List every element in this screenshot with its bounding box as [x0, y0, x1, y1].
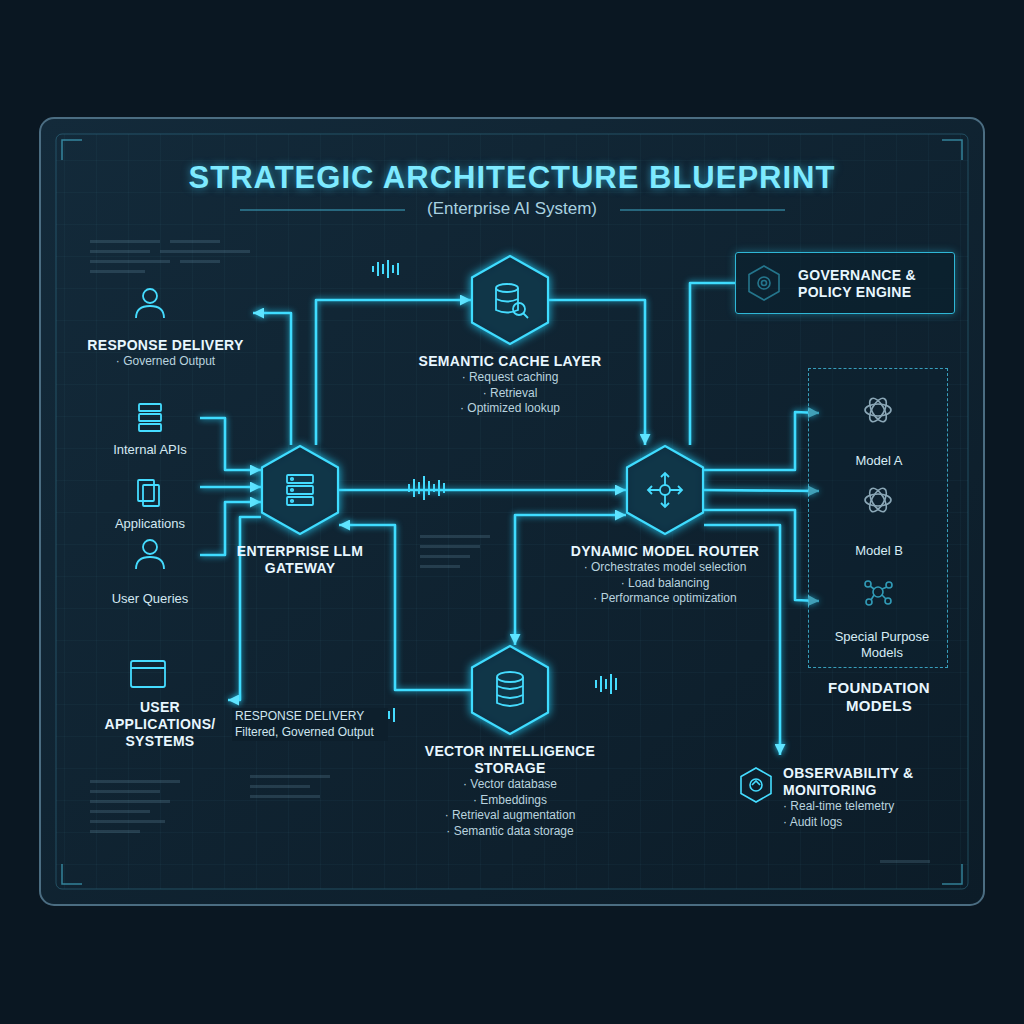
node-detail: · Governed Output — [116, 354, 215, 370]
flow-connector — [200, 486, 261, 489]
hex-node: VECTOR INTELLIGENCE STORAGE· Vector data… — [471, 645, 549, 735]
node-detail: · Embeddings — [400, 793, 620, 809]
node-detail: · Performance optimization — [560, 591, 770, 607]
node-detail: · Retrieval — [395, 386, 625, 402]
node-detail: · Optimized lookup — [395, 401, 625, 417]
source-box: Applications — [100, 472, 200, 532]
delivery-target: RESPONSE DELIVERY· Governed Output — [78, 285, 253, 370]
node-title: GOVERNANCE & POLICY ENGINE — [798, 267, 946, 301]
delivery-target: USER APPLICATIONS/ SYSTEMS — [92, 650, 228, 750]
node-title: DYNAMIC MODEL ROUTER — [560, 543, 770, 560]
model-card: Model A — [819, 391, 939, 469]
monitor-box: OBSERVABILITY & MONITORING· Real-time te… — [735, 755, 960, 845]
flow-connector — [704, 412, 819, 470]
router-hex: DYNAMIC MODEL ROUTER· Orchestrates model… — [626, 445, 704, 535]
gateway-hex: ENTERPRISE LLM GATEWAY — [261, 445, 339, 535]
flow-connector — [549, 300, 645, 445]
hex-outline — [471, 255, 549, 345]
hex-outline — [626, 445, 704, 535]
node-title: FOUNDATION MODELS — [809, 679, 949, 716]
grid-area — [56, 134, 968, 889]
edge-label: RESPONSE DELIVERY Filtered, Governed Out… — [232, 708, 388, 741]
node-title: Special Purpose Models — [819, 629, 945, 662]
model-panel: FOUNDATION MODELSModel AModel BSpecial P… — [808, 368, 948, 668]
node-detail: · Vector database — [400, 777, 620, 793]
subtitle: (Enterprise AI System) — [0, 199, 1024, 219]
hex-node: SEMANTIC CACHE LAYER· Request caching· R… — [471, 255, 549, 345]
flow-connector — [690, 283, 735, 445]
node-title: OBSERVABILITY & MONITORING — [783, 765, 952, 799]
node-title: Applications — [115, 516, 185, 532]
node-detail: · Orchestrates model selection — [560, 560, 770, 576]
corner-brackets — [62, 140, 962, 884]
node-title: ENTERPRISE LLM GATEWAY — [225, 543, 375, 577]
node-detail: · Retrieval augmentation — [400, 808, 620, 824]
diagram-title: STRATEGIC ARCHITECTURE BLUEPRINT — [0, 160, 1024, 196]
node-title: Model B — [855, 543, 903, 559]
flow-connector — [704, 525, 780, 755]
flow-connector — [200, 418, 261, 470]
node-caption: DYNAMIC MODEL ROUTER· Orchestrates model… — [560, 543, 770, 607]
model-card: Special Purpose Models — [819, 569, 945, 661]
node-title: USER APPLICATIONS/ SYSTEMS — [92, 699, 228, 750]
node-title: User Queries — [112, 591, 189, 607]
hex-outline — [471, 645, 549, 735]
panel-heading: FOUNDATION MODELS — [809, 679, 949, 716]
hex-outline — [261, 445, 339, 535]
policy-box: GOVERNANCE & POLICY ENGINE — [735, 252, 955, 314]
node-caption: SEMANTIC CACHE LAYER· Request caching· R… — [395, 353, 625, 417]
model-card: Model B — [819, 481, 939, 559]
node-title: Model A — [856, 453, 903, 469]
source-box: User Queries — [100, 535, 200, 607]
flow-connector — [253, 313, 291, 445]
flow-connector — [515, 515, 626, 645]
node-title: SEMANTIC CACHE LAYER — [395, 353, 625, 370]
node-title: Internal APIs — [113, 442, 187, 458]
node-title: VECTOR INTELLIGENCE STORAGE — [400, 743, 620, 777]
flow-connector — [339, 489, 626, 492]
node-title: RESPONSE DELIVERY — [87, 337, 243, 354]
gear-icons — [741, 266, 779, 802]
node-detail: · Load balancing — [560, 576, 770, 592]
frame-panel — [40, 118, 984, 905]
node-detail: · Semantic data storage — [400, 824, 620, 840]
node-detail: · Real-time telemetry — [783, 799, 952, 815]
node-caption: ENTERPRISE LLM GATEWAY — [225, 543, 375, 577]
flow-connector — [704, 490, 819, 491]
node-caption: VECTOR INTELLIGENCE STORAGE· Vector data… — [400, 743, 620, 840]
flow-connector — [316, 300, 471, 445]
source-box: Internal APIs — [100, 398, 200, 458]
node-detail: · Audit logs — [783, 815, 952, 831]
node-detail: · Request caching — [395, 370, 625, 386]
